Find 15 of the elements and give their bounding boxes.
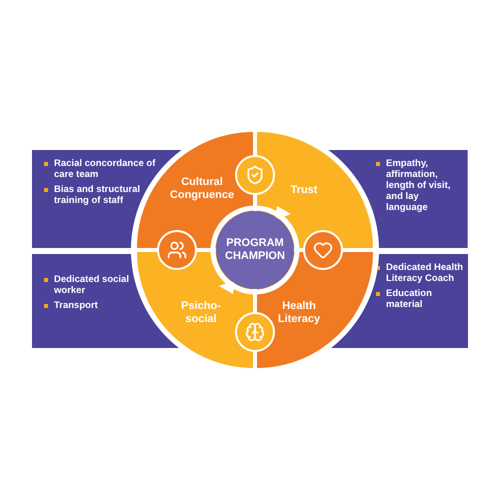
- segment-label: Psicho-social: [180, 300, 222, 326]
- segment-label: Trust: [290, 184, 318, 197]
- bullet-text: Racial concordance of care team: [54, 158, 156, 180]
- bullet-text: Dedicated social worker: [54, 274, 130, 296]
- bullet-text: Education material: [386, 288, 433, 310]
- bullet-text: Transport: [54, 300, 98, 311]
- info-panel: [330, 254, 468, 348]
- info-panel: [32, 254, 180, 348]
- segment-label: Cultural Congruence: [168, 176, 236, 202]
- info-panel: [328, 150, 468, 248]
- center-label: PROGRAM CHAMPION: [224, 237, 286, 263]
- bullet-text: Empathy, affirmation, length of visit, and lay language: [386, 158, 452, 213]
- segment-label: Health Literacy: [276, 300, 322, 326]
- bullet-text: Bias and structural training of staff: [54, 184, 142, 206]
- bullet-text: Dedicated Health Literacy Coach: [386, 262, 464, 284]
